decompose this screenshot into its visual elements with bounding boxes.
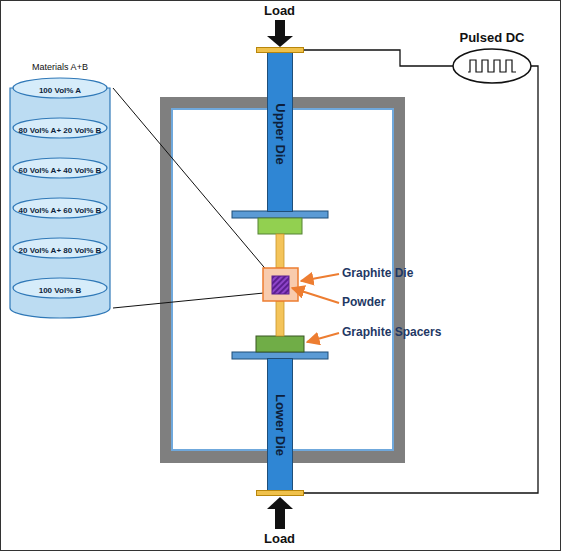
layer-face (13, 278, 107, 298)
label-arrow (292, 288, 339, 303)
material-layer: 40 Vol% A+ 60 Vol% B (12, 197, 108, 219)
load-label: Load (264, 531, 295, 546)
layer-text: 100 Vol% B (12, 279, 108, 297)
layer-text: 20 Vol% A+ 80 Vol% B (12, 239, 108, 257)
electrode-plate (256, 47, 304, 53)
layer-face (13, 158, 107, 178)
part-label: Powder (342, 295, 385, 309)
layer-face (13, 78, 107, 98)
layer-label: 60 Vol% A+ 40 Vol% B (19, 166, 102, 175)
material-layer: 20 Vol% A+ 80 Vol% B (12, 237, 108, 259)
source-symbol (452, 48, 532, 84)
die-label: Upper Die (273, 103, 288, 164)
punch-rod (276, 301, 284, 336)
layer-text: 60 Vol% A+ 40 Vol% B (12, 159, 108, 177)
load-label: Load (264, 3, 295, 18)
layer-text: 80 Vol% A+ 20 Vol% B (12, 119, 108, 137)
leader-line (113, 292, 274, 308)
layer-label: 100 Vol% B (39, 286, 82, 295)
layer-text: 100 Vol% A (12, 79, 108, 97)
die-block: Upper Die (267, 47, 293, 212)
powder-sample (272, 276, 289, 294)
layer-label: 80 Vol% A+ 20 Vol% B (19, 126, 102, 135)
electrode-plate (256, 490, 304, 496)
layer-label: 40 Vol% A+ 60 Vol% B (19, 206, 102, 215)
layer-face (13, 238, 107, 258)
die-label: Lower Die (273, 394, 288, 456)
material-layer: 100 Vol% B (12, 277, 108, 299)
source-ellipse (453, 49, 531, 83)
leader-line (113, 88, 274, 279)
pulsed-dc-source: Pulsed DC (452, 30, 532, 84)
cylinder-shell (10, 88, 110, 318)
label-arrow (301, 274, 339, 281)
material-layer: 100 Vol% A (12, 77, 108, 99)
chamber-housing (160, 97, 405, 463)
material-layer: 80 Vol% A+ 20 Vol% B (12, 117, 108, 139)
graphite-die (263, 268, 298, 301)
wire (293, 50, 453, 66)
load-arrow (275, 509, 285, 529)
load-arrow (267, 36, 293, 47)
die-flange (232, 211, 328, 218)
layer-label: 20 Vol% A+ 80 Vol% B (19, 246, 102, 255)
part-label: Graphite Die (342, 266, 413, 280)
layer-face (13, 118, 107, 138)
wire (293, 66, 538, 493)
load-arrow (275, 20, 285, 36)
material-cylinder: Materials A+B100 Vol% A80 Vol% A+ 20 Vol… (8, 62, 112, 320)
source-label: Pulsed DC (452, 30, 532, 45)
load-arrow (267, 497, 293, 509)
graphite-spacer (258, 218, 302, 234)
pulse-wave (468, 60, 516, 72)
die-block: Lower Die (267, 358, 293, 496)
part-label: Graphite Spacers (342, 325, 441, 339)
graphite-spacer (256, 336, 304, 352)
layer-label: 100 Vol% A (39, 86, 81, 95)
layer-text: 40 Vol% A+ 60 Vol% B (12, 199, 108, 217)
label-arrow (307, 333, 339, 342)
material-layer: 60 Vol% A+ 40 Vol% B (12, 157, 108, 179)
cylinder-heading: Materials A+B (2, 62, 118, 72)
layer-face (13, 198, 107, 218)
punch-rod (276, 234, 284, 268)
